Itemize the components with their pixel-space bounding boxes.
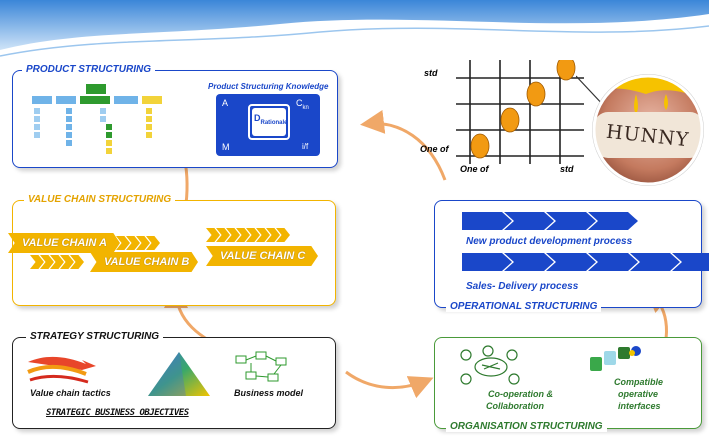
value-chain-c-chevrons: [206, 228, 290, 242]
arrow-strategy-to-organisation: [345, 370, 434, 399]
value-chain-b-chevrons-left: [30, 255, 84, 269]
value-chain-b-bar: VALUE CHAIN B: [90, 252, 198, 272]
value-chain-title: VALUE CHAIN STRUCTURING: [24, 194, 176, 205]
arrow-grid-to-product: [360, 109, 447, 181]
strategy-title: STRATEGY STRUCTURING: [26, 331, 164, 342]
npd-process-chevrons: [462, 212, 638, 230]
grid-dot: [500, 107, 520, 133]
knowledge-a-label: A: [222, 98, 229, 108]
npd-process-label: New product development process: [466, 236, 633, 247]
compatible-label-line1: Compatible: [614, 377, 664, 387]
grid-dot: [556, 60, 576, 81]
compatible-label-line2: operative: [618, 389, 659, 399]
grid-one-of-left-label: One of: [420, 144, 449, 154]
operational-title: OPERATIONAL STRUCTURING: [446, 301, 602, 312]
business-model-label: Business model: [234, 388, 304, 398]
knowledge-d-label: DRationale: [254, 113, 288, 126]
cooperation-label-line2: Collaboration: [486, 401, 544, 411]
compatible-interfaces-graphic: [590, 346, 641, 371]
sales-process-chevrons: [462, 253, 709, 271]
knowledge-m-label: M: [222, 142, 230, 152]
compatible-label-line3: interfaces: [618, 401, 661, 411]
std-grid-graphic: [456, 60, 584, 164]
knowledge-matrix: [216, 94, 320, 156]
knowledge-title: Product Structuring Knowledge: [208, 82, 329, 91]
organisation-panel: [434, 337, 702, 429]
hunny-pot-zoom-image: [576, 74, 704, 186]
product-structuring-title: PRODUCT STRUCTURING: [22, 64, 155, 75]
header-wave-background: [0, 0, 709, 57]
grid-std-bottom-label: std: [560, 164, 574, 174]
organisation-title: ORGANISATION STRUCTURING: [446, 421, 607, 432]
value-chain-a-bar: VALUE CHAIN A: [8, 233, 120, 253]
grid-dot: [526, 81, 546, 107]
value-chain-a-chevrons: [116, 236, 160, 250]
cooperation-label-line1: Co-operation &: [488, 389, 553, 399]
knowledge-c-label: Ckn: [296, 98, 309, 111]
value-chain-c-bar: VALUE CHAIN C: [206, 246, 318, 266]
grid-std-top-label: std: [424, 68, 438, 78]
grid-one-of-bottom-label: One of: [460, 164, 489, 174]
grid-dot: [470, 133, 490, 159]
strategic-objectives-label: STRATEGIC BUSINESS OBJECTIVES: [46, 408, 189, 418]
strategy-pyramid-graphic: [148, 352, 210, 396]
business-model-graphic: [235, 351, 287, 382]
cooperation-graphic: [460, 345, 520, 385]
knowledge-if-label: i/f: [302, 142, 309, 151]
sales-process-label: Sales- Delivery process: [466, 281, 579, 292]
value-chain-tactics-graphic: [27, 356, 96, 384]
value-chain-tactics-label: Value chain tactics: [30, 388, 111, 398]
product-structure-tree-graphic: [32, 84, 162, 154]
